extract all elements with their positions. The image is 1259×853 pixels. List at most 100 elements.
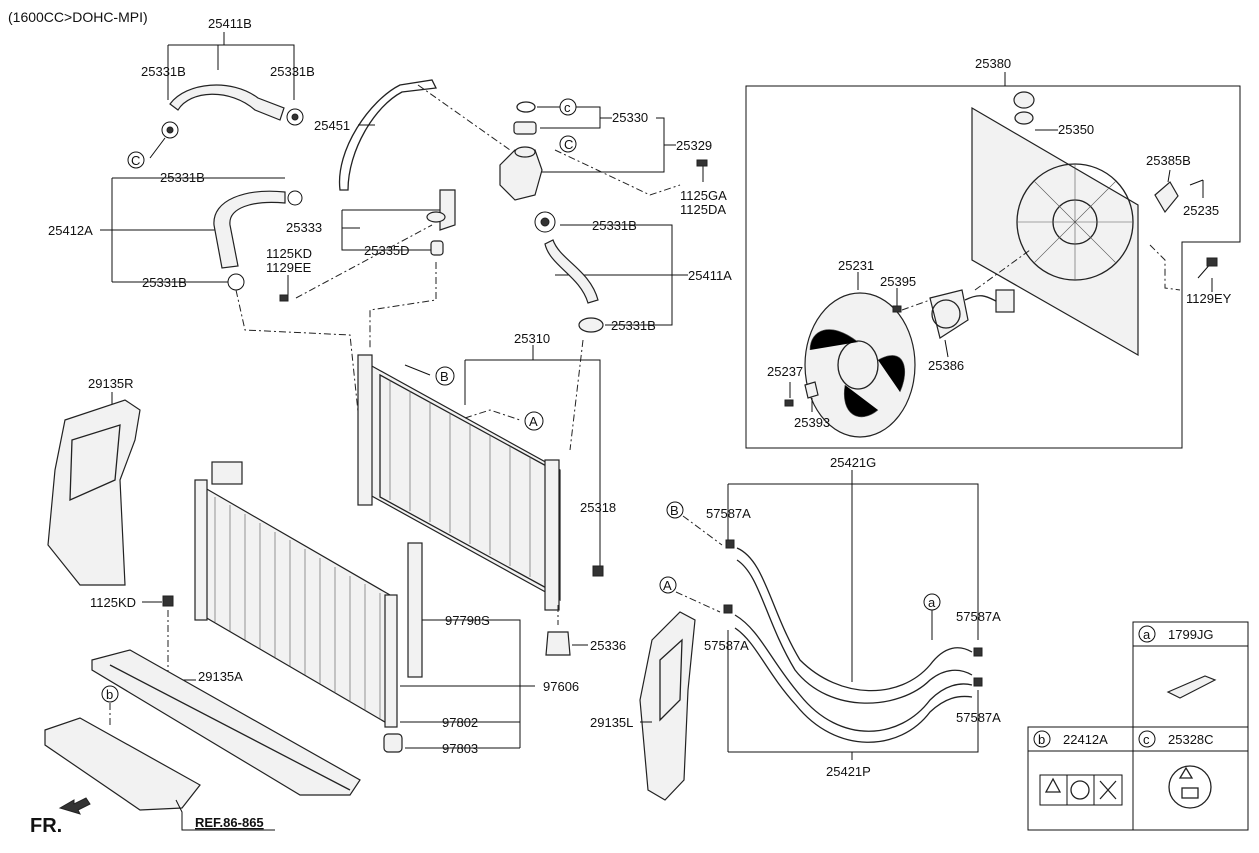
label-1125KD-2: 1125KD [90, 595, 136, 610]
label-25331B-6: 25331B [611, 318, 656, 333]
fan-motor-25386-part [929, 289, 969, 339]
callout-b-panel-text: b [106, 687, 113, 702]
label-25385B: 25385B [1146, 153, 1191, 168]
radiator-group: 25310 B A 25318 25336 [357, 331, 626, 656]
cable-tie-icon [1166, 675, 1217, 699]
callout-C-center-text: C [564, 137, 573, 152]
label-57587A-1: 57587A [706, 506, 751, 521]
label-25331B-3: 25331B [160, 170, 205, 185]
warning-label-icon [1039, 774, 1123, 806]
fr-label: FR. [30, 815, 62, 837]
label-25421P: 25421P [826, 764, 871, 779]
callout-B-hose-text: B [670, 503, 679, 518]
upper-hose-25411B-part [169, 84, 285, 121]
overflow-hose-group: 25451 [314, 79, 511, 191]
callout-A-radiator [524, 411, 544, 431]
bracket-group: 25333 25335D 1125KD 1129EE [235, 189, 456, 451]
legend-b-letter: b [1038, 732, 1045, 747]
label-25237: 25237 [767, 364, 803, 379]
label-25335D: 25335D [364, 243, 410, 258]
label-1125GA: 1125GA [680, 188, 727, 203]
label-29135L: 29135L [590, 715, 633, 730]
arrow-left-icon [58, 797, 91, 815]
fan-blade-25231-part [804, 292, 916, 438]
label-1129EY: 1129EY [1186, 291, 1232, 306]
label-29135A: 29135A [198, 669, 243, 684]
label-25333: 25333 [286, 220, 322, 235]
label-29135R: 29135R [88, 376, 134, 391]
label-25318: 25318 [580, 500, 616, 515]
callout-A-radiator-text: A [529, 414, 538, 429]
label-25329: 25329 [676, 138, 712, 153]
legend-table: a 1799JG b 22412A c 25328C [1027, 621, 1249, 831]
cap-warning-icon [1168, 765, 1212, 809]
label-25331B-1: 25331B [141, 64, 186, 79]
label-25386: 25386 [928, 358, 964, 373]
condenser-icon [204, 486, 391, 727]
air-guard-29135R-part [47, 399, 141, 586]
legend-b-part: 22412A [1063, 732, 1108, 747]
callout-b-panel [101, 685, 119, 703]
label-25331B-4: 25331B [142, 275, 187, 290]
filler-neck-group: c 25330 25329 C 1125GA 1125DA [499, 98, 727, 217]
legend-b-circle [1033, 730, 1051, 748]
label-1125KD-1: 1125KD [266, 246, 312, 261]
radiator-cap-part [513, 121, 537, 135]
air-guard-29135L-part [639, 611, 696, 801]
callout-C-left [127, 151, 145, 169]
overflow-hose-25451-part [338, 79, 437, 191]
label-1129EE: 1129EE [266, 260, 312, 275]
hose-clamp-icon [161, 108, 304, 139]
label-25411B: 25411B [208, 16, 252, 31]
label-57587A-4: 57587A [956, 710, 1001, 725]
label-25331B-5: 25331B [592, 218, 637, 233]
air-guard-left-group: 29135L [590, 611, 696, 801]
label-25350: 25350 [1058, 122, 1094, 137]
lower-panel-group: 29135A b REF.86-865 FR. [30, 649, 361, 837]
legend-a-circle [1138, 625, 1156, 643]
label-25231: 25231 [838, 258, 874, 273]
air-guard-right-group: 29135R 1125KD [47, 376, 174, 680]
ref-label: REF.86-865 [195, 815, 264, 830]
lower-cover-part [44, 717, 201, 811]
atf-hose-25421G-part [736, 547, 973, 692]
legend-c-part: 25328C [1168, 732, 1214, 747]
label-25310: 25310 [514, 331, 550, 346]
label-97803: 97803 [442, 741, 478, 756]
label-97798S: 97798S [445, 613, 490, 628]
callout-C-center [559, 135, 577, 153]
callout-c-upper-text: c [564, 100, 571, 115]
label-25451: 25451 [314, 118, 350, 133]
legend-c-circle [1138, 730, 1156, 748]
callout-A-hose-text: A [663, 578, 672, 593]
legend-a-letter: a [1143, 627, 1151, 642]
label-97802: 97802 [442, 715, 478, 730]
legend-c-letter: c [1143, 732, 1150, 747]
label-25380: 25380 [975, 56, 1011, 71]
label-25331B-2: 25331B [270, 64, 315, 79]
label-1125DA: 1125DA [680, 202, 726, 217]
lower-hose-25412A-part [213, 190, 286, 269]
lower-panel-29135A-part [91, 649, 361, 796]
mount-insulator-25336-part [545, 631, 571, 656]
label-25421G: 25421G [830, 455, 876, 470]
desiccant-97798S-part [407, 542, 423, 678]
label-97606: 97606 [543, 679, 579, 694]
label-25336: 25336 [590, 638, 626, 653]
label-57587A-2: 57587A [704, 638, 749, 653]
atf-hose-group: 25421G 25421P B 57587A A 57587A a 57587A… [659, 455, 1001, 779]
label-25393: 25393 [794, 415, 830, 430]
condenser-group: 97798S 97606 97802 97803 [194, 461, 579, 756]
callout-B-radiator [435, 366, 455, 386]
label-25235: 25235 [1183, 203, 1219, 218]
upper-radiator-hose-group: 25331B 25411A 25331B [534, 211, 732, 451]
upper-hose-group: 25411B 25331B 25331B C [127, 16, 315, 169]
engine-spec-note: (1600CC>DOHC-MPI) [8, 9, 148, 25]
legend-a-part: 1799JG [1168, 627, 1214, 642]
callout-B-radiator-text: B [440, 369, 449, 384]
filler-neck-part [499, 149, 543, 201]
label-25395: 25395 [880, 274, 916, 289]
callout-C-left-text: C [131, 153, 140, 168]
